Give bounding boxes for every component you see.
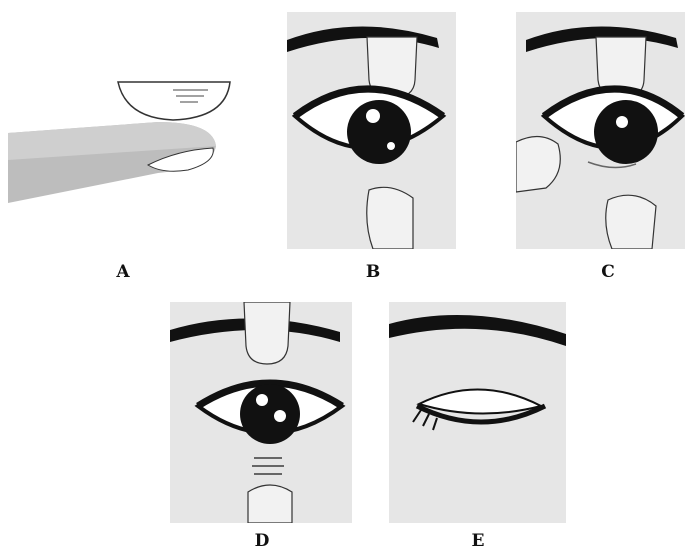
panel-a-lens-on-finger — [8, 70, 248, 210]
closed-eyelid — [419, 389, 541, 413]
label-a: A — [108, 262, 138, 282]
lower-finger — [606, 195, 656, 249]
side-finger — [516, 136, 560, 192]
panel-b-eye-held-open — [287, 12, 456, 249]
iris — [240, 384, 300, 444]
label-e: E — [463, 531, 493, 551]
label-c: C — [593, 262, 623, 282]
eyebrow — [389, 315, 566, 346]
lens-insertion-illustration — [516, 12, 685, 249]
closed-eye-illustration — [389, 302, 566, 523]
eye-held-open-illustration — [287, 12, 456, 249]
lower-finger — [248, 485, 292, 523]
panel-d-release-lid — [170, 302, 352, 523]
lower-finger — [367, 187, 413, 249]
release-lid-illustration — [170, 302, 352, 523]
upper-finger — [244, 302, 290, 364]
pupil-highlight — [366, 109, 380, 123]
label-d: D — [247, 531, 277, 551]
lens-on-finger-illustration — [8, 70, 248, 210]
label-b: B — [358, 262, 388, 282]
panel-c-lens-insertion — [516, 12, 685, 249]
iris — [594, 100, 658, 164]
panel-e-closed-eye — [389, 302, 566, 523]
iris — [347, 100, 411, 164]
contact-lens — [118, 82, 230, 120]
